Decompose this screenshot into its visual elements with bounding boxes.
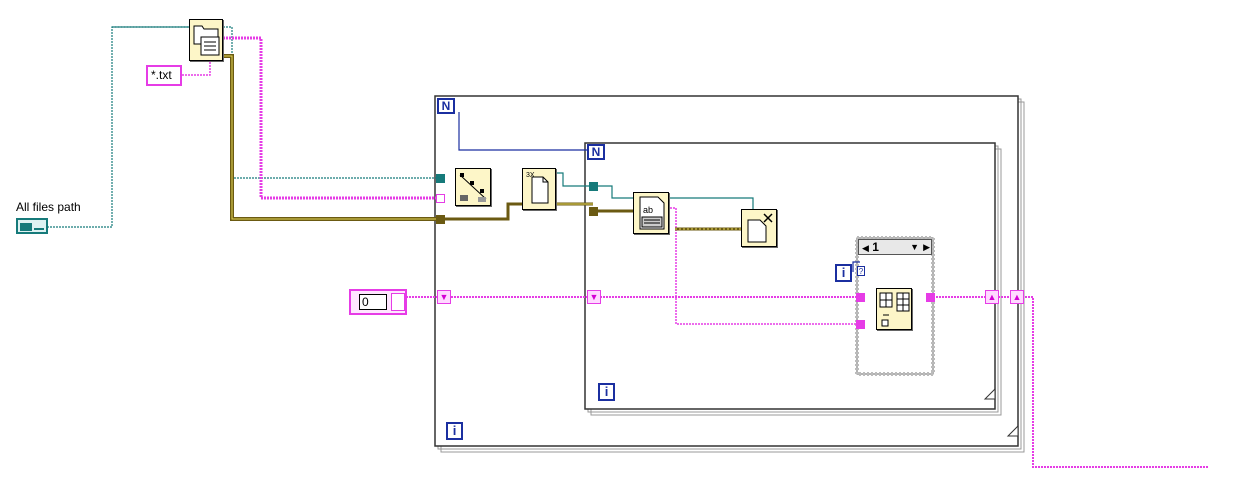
read-text-icon: ab [639, 196, 665, 230]
path-control-label: All files path [16, 200, 81, 214]
pattern-string-constant[interactable]: *.txt [146, 65, 182, 86]
case-text-tunnel[interactable] [856, 320, 865, 329]
count-wire [458, 112, 860, 272]
outer-shift-register-left[interactable]: ▼ [437, 290, 451, 304]
inner-path-tunnel[interactable] [589, 182, 598, 191]
concatenate-node[interactable] [876, 288, 912, 330]
pattern-tunnel[interactable] [436, 194, 445, 203]
case-selector[interactable]: ◀ 1 ▼ ▶ [858, 239, 932, 255]
path-tunnel[interactable] [436, 174, 445, 183]
case-input-tunnel[interactable] [856, 293, 865, 302]
case-index-terminal: i [835, 264, 852, 282]
refnum-tunnel[interactable] [436, 215, 445, 224]
path-icon [20, 223, 44, 231]
path-control[interactable] [16, 218, 48, 234]
open-file-icon: 3X [526, 172, 549, 204]
string-wire [182, 36, 1208, 468]
initial-array-constant[interactable]: 0 [349, 289, 407, 315]
svg-text:ab: ab [643, 205, 653, 215]
list-folder-icon [193, 25, 220, 56]
outer-loop-iteration-terminal: i [446, 422, 463, 440]
concatenate-icon [879, 292, 910, 327]
build-path-icon [459, 173, 487, 202]
close-file-icon [747, 213, 773, 243]
close-file-node[interactable] [741, 209, 777, 247]
initial-value-field[interactable]: 0 [359, 294, 387, 310]
case-selector-value: 1 [872, 240, 879, 254]
open-file-node[interactable]: 3X [522, 168, 556, 210]
list-folder-node[interactable] [189, 19, 223, 61]
inner-shift-register-right[interactable]: ▲ [985, 290, 999, 304]
array-element-box [391, 293, 405, 311]
inner-loop-count-terminal[interactable]: N [587, 144, 605, 160]
case-selector-terminal[interactable]: ? [857, 266, 865, 276]
inner-refnum-tunnel[interactable] [589, 207, 598, 216]
outer-loop-count-terminal[interactable]: N [437, 98, 455, 114]
inner-for-loop-frame[interactable] [584, 142, 1002, 416]
case-increment-arrow-icon[interactable]: ▶ [923, 242, 930, 252]
inner-loop-iteration-terminal: i [598, 383, 615, 401]
case-output-tunnel[interactable] [926, 293, 935, 302]
case-dropdown-icon[interactable]: ▼ [910, 242, 919, 252]
read-text-node[interactable]: ab [633, 192, 669, 234]
inner-shift-register-left[interactable]: ▼ [587, 290, 601, 304]
svg-text:3X: 3X [526, 172, 535, 179]
build-path-node[interactable] [455, 168, 491, 206]
case-decrement-arrow-icon[interactable]: ◀ [862, 243, 869, 253]
outer-shift-register-right[interactable]: ▲ [1010, 290, 1024, 304]
